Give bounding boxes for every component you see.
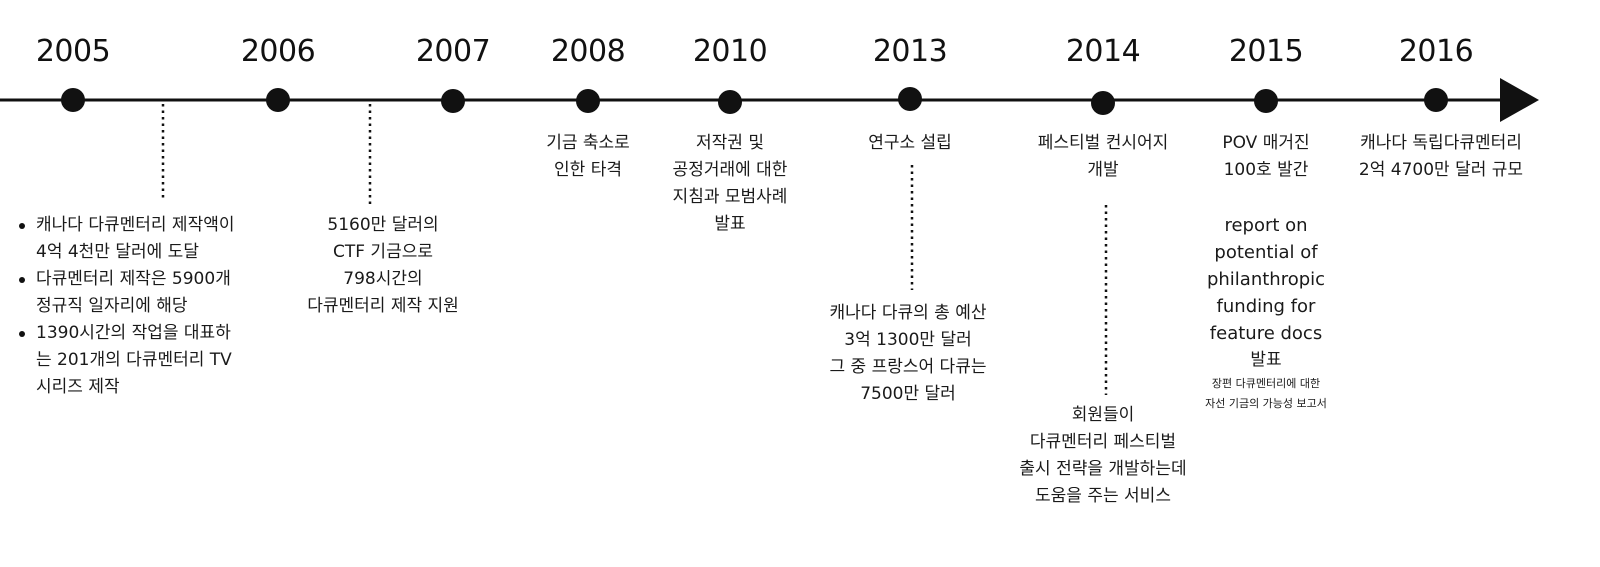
year-dot-2007: [441, 89, 465, 113]
note-line: 7500만 달러: [860, 384, 956, 404]
note-line: 5160만 달러의: [327, 215, 439, 235]
note-2008: 기금 축소로 인한 타격: [546, 130, 630, 184]
note-line: 지침과 모범사례: [672, 187, 788, 207]
note-line: 다큐멘터리 페스티벌: [1029, 432, 1177, 452]
note-2015-report: report on potential of philanthropic fun…: [1205, 212, 1327, 414]
note-line: 100호 발간: [1223, 160, 1309, 180]
year-label-2015: 2015: [1228, 34, 1304, 69]
year-label-2016: 2016: [1398, 34, 1474, 69]
year-dot-2013: [898, 87, 922, 111]
note-line: report on: [1224, 215, 1308, 236]
note-line: funding for: [1216, 296, 1316, 317]
year-label-2010: 2010: [692, 34, 768, 69]
note-line: 공정거래에 대한: [672, 160, 788, 180]
note-line: 발표: [714, 214, 746, 234]
note-2013-top: 연구소 설립: [868, 130, 952, 157]
note-2014-bottom: 회원들이 다큐멘터리 페스티벌 출시 전략을 개발하는데 도움을 주는 서비스: [1019, 402, 1186, 510]
note-line: potential of: [1214, 242, 1318, 263]
note-line: 개발: [1087, 160, 1119, 180]
note-line: 도움을 주는 서비스: [1035, 486, 1171, 506]
year-dot-2006: [266, 88, 290, 112]
year-label-2008: 2008: [550, 34, 626, 69]
note-line: 페스티벌 컨시어지: [1037, 133, 1169, 153]
note-line: 3억 1300만 달러: [844, 330, 972, 350]
year-dot-2016: [1424, 88, 1448, 112]
year-dot-2005: [61, 88, 85, 112]
note-line: 연구소 설립: [868, 133, 952, 153]
note-line: feature docs: [1209, 323, 1323, 344]
note-line: POV 매거진: [1222, 133, 1310, 153]
year-label-2014: 2014: [1065, 34, 1141, 69]
note-line: 다큐멘터리 제작 지원: [307, 296, 459, 316]
note-2016: 캐나다 독립다큐멘터리 2억 4700만 달러 규모: [1359, 130, 1523, 184]
note-line-small: 자선 기금의 가능성 보고서: [1205, 397, 1327, 410]
note-line: 2억 4700만 달러 규모: [1358, 160, 1524, 180]
bullet-line: 캐나다 다큐멘터리 제작액이: [36, 215, 235, 235]
year-label-2006: 2006: [240, 34, 316, 69]
year-dot-2015: [1254, 89, 1278, 113]
year-label-2007: 2007: [415, 34, 491, 69]
timeline-arrowhead: [1500, 78, 1539, 122]
note-line: 회원들이: [1071, 405, 1135, 425]
note-line: 기금 축소로: [546, 133, 630, 153]
note-line: 798시간의: [343, 269, 423, 289]
year-dot-2008: [576, 89, 600, 113]
year-label-2005: 2005: [35, 34, 111, 69]
timeline-dots: [61, 87, 1448, 115]
note-line: 발표: [1250, 350, 1282, 370]
note-line: 인한 타격: [554, 160, 622, 180]
bullet-line: 4억 4천만 달러에 도달: [36, 242, 199, 262]
bullet-line: 는 201개의 다큐멘터리 TV: [36, 350, 232, 370]
year-dot-2010: [718, 90, 742, 114]
note-2014-top: 페스티벌 컨시어지 개발: [1038, 130, 1169, 184]
bullet-line: 1390시간의 작업을 대표하: [36, 323, 231, 343]
note-2006: 5160만 달러의 CTF 기금으로 798시간의 다큐멘터리 제작 지원: [307, 212, 459, 320]
note-line: philanthropic: [1206, 269, 1326, 290]
note-line: 그 중 프랑스어 다큐는: [829, 357, 987, 377]
note-line: 출시 전략을 개발하는데: [1019, 459, 1187, 479]
bullet-line: 정규직 일자리에 해당: [36, 296, 188, 316]
bullet-item: 캐나다 다큐멘터리 제작액이 4억 4천만 달러에 도달: [16, 212, 235, 266]
year-dot-2014: [1091, 91, 1115, 115]
year-label-2013: 2013: [872, 34, 948, 69]
note-line: 캐나다 다큐의 총 예산: [829, 303, 987, 323]
note-line: 캐나다 독립다큐멘터리: [1360, 133, 1522, 153]
note-line: CTF 기금으로: [332, 242, 433, 262]
bullet-line: 시리즈 제작: [36, 377, 120, 397]
note-line-small: 장편 다큐멘터리에 대한: [1211, 377, 1321, 390]
note-2015-top: POV 매거진 100호 발간: [1222, 130, 1309, 184]
note-2010: 저작권 및 공정거래에 대한 지침과 모범사례 발표: [673, 130, 788, 238]
note-2013-bottom: 캐나다 다큐의 총 예산 3억 1300만 달러 그 중 프랑스어 다큐는 75…: [830, 300, 987, 408]
bullet-line: 다큐멘터리 제작은 5900개: [36, 269, 231, 289]
note-line: 저작권 및: [696, 133, 764, 153]
